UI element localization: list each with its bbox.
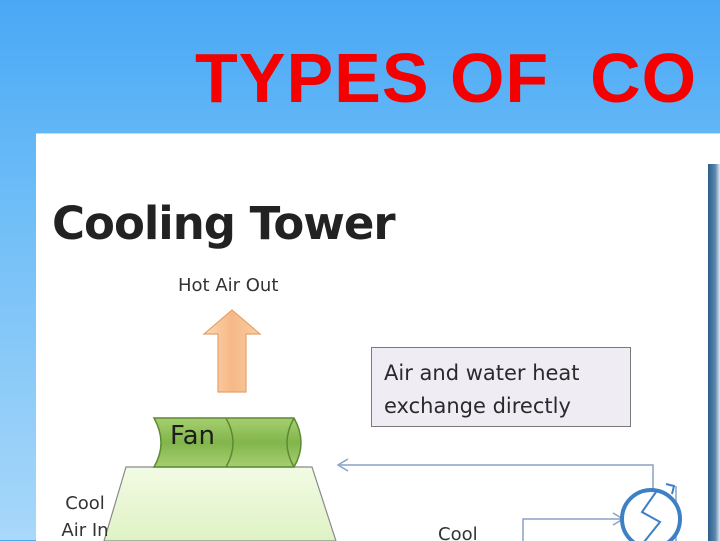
heat-exchange-note: Air and water heat exchange directly: [371, 347, 631, 427]
slide-title: TYPES OF CO: [195, 39, 698, 117]
heat-exchanger-icon: [620, 483, 682, 541]
diagram-title: Cooling Tower: [52, 197, 396, 250]
cool-air-in-label: Cool Air In: [61, 493, 109, 541]
cooling-tower-diagram: Cooling Tower Hot Air Out Fan Air and wa…: [36, 133, 720, 541]
up-arrow-icon: [202, 309, 262, 393]
return-water-line: [336, 458, 654, 492]
hot-air-out-label: Hot Air Out: [178, 275, 279, 296]
fan-label: Fan: [170, 421, 215, 451]
fan-unit: [152, 417, 302, 468]
right-panel-edge: [708, 164, 720, 541]
cool-water-label: Cool: [438, 524, 478, 541]
diagram-graphics: [103, 309, 682, 541]
tower-body: [103, 466, 337, 541]
